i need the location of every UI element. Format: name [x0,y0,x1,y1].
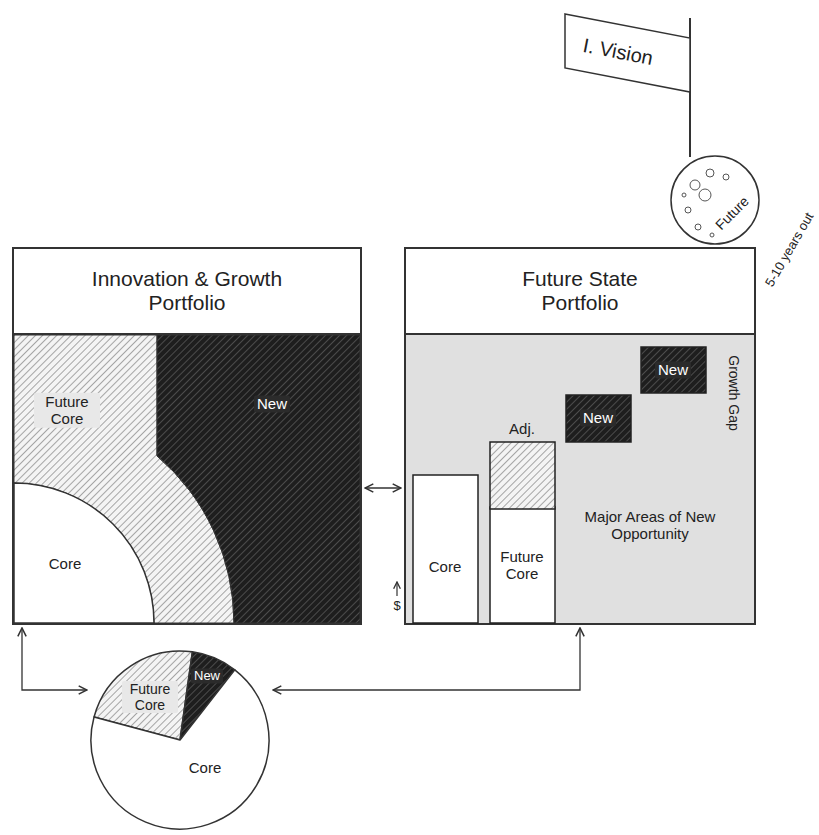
bar-label: Core [429,558,462,575]
new-bar-outline [641,347,706,393]
adjacent-bar: Adj. [490,442,555,509]
connector-arrow [365,487,401,488]
new-bar: New [566,395,631,442]
new-bar-outline [566,395,631,442]
portfolio-panel: Innovation & Growth PortfolioFuture Core… [12,247,362,625]
future-core-region-outline [14,335,360,623]
core-region: Core [14,335,360,623]
bar-label: New [580,409,616,426]
gap-bracket [712,347,720,440]
future-core-bar-outline [490,507,555,623]
slice-label: New [191,669,223,684]
vision-flag: I. Vision [560,8,695,98]
pie-slice-outline [90,650,270,830]
bar-label: Adj. [506,420,538,437]
slice-label: Core [189,759,222,776]
region-label: New [254,395,290,412]
connector-arrow [273,628,580,690]
pie-slice: New [90,650,270,830]
future-panel: Future State PortfolioMajor Areas of New… [404,247,756,625]
core-region-outline [14,335,360,623]
panel-header: Future State Portfolio [406,249,754,335]
vision-flag-outline [560,8,695,98]
new-region: New [14,335,360,623]
new-region-outline [14,335,360,623]
bar-label: Future Core [492,548,552,583]
panel-heading: Innovation & Growth Portfolio [67,267,307,315]
panel-heading: Future State Portfolio [500,267,660,315]
pie-slice-outline [90,650,270,830]
future-core-region: Future Core [14,335,360,623]
pie-slice: Future Core [90,650,270,830]
slice-label: Future Core [122,681,178,713]
future-moon: Future5-10 years out [670,155,760,245]
core-bar-outline [413,475,478,623]
connector-arrow [22,628,87,690]
time-horizon: 5-10 years out [763,210,817,289]
region-label: Future Core [34,393,100,428]
adjacent-bar-outline [490,442,555,509]
bracket-label: Growth Gap [725,355,740,430]
moon-label: Future [712,193,752,233]
pie-slice-outline [90,650,270,830]
axis-unit: $ [393,599,400,613]
region-label: Core [49,555,82,572]
new-bar: New [641,347,706,393]
bar-label: New [655,361,691,378]
flag-pole [689,18,691,157]
opportunity-note: Major Areas of New Opportunity [580,508,720,543]
panel-ground [406,335,754,623]
panel-header: Innovation & Growth Portfolio [14,249,360,335]
flag-title: I. Vision [581,34,655,70]
pie-slice: Core [90,650,270,830]
future-moon-outline [670,155,760,245]
future-core-bar: Future Core [490,507,555,623]
axis-arrow [396,582,397,596]
core-bar: Core [413,475,478,623]
